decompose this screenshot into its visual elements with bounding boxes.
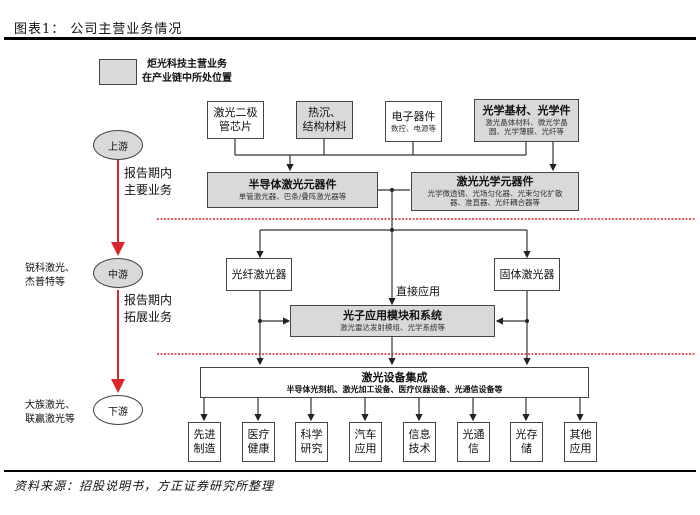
box-title: 激光二极 — [213, 106, 258, 120]
application-label: 先进 — [193, 428, 216, 442]
box-heatsink-materials: 热沉、 结构材料 — [296, 101, 353, 139]
box-optical-materials: 光学基材、光学件 激光晶体材料、微光学晶 圆、光学薄膜、光纤等 — [474, 99, 579, 142]
box-title: 半导体激光元器件 — [248, 178, 337, 192]
box-subtitle: 圆、光学薄膜、光纤等 — [489, 127, 564, 137]
box-laser-equipment-integration: 激光设备集成 半导体光刻机、激光加工设备、医疗仪器设备、光通信设备等 — [200, 367, 589, 398]
box-title: 固体激光器 — [499, 267, 555, 281]
box-title: 管芯片 — [219, 120, 252, 133]
application-label: 光存 — [515, 428, 538, 442]
box-subtitle: 光学微透镜、光场匀化器、光束匀化扩散 — [427, 189, 563, 198]
note-line: 报告期内 — [124, 166, 173, 180]
application-label: 科学 — [300, 428, 323, 442]
application-label: 光通 — [462, 428, 485, 442]
application-box: 医疗健康 — [242, 422, 275, 462]
bottom-rule — [4, 470, 696, 472]
note-line: 拓展业务 — [124, 309, 173, 324]
box-photonics-module: 光子应用模块和系统 激光雷达发射模组、光学系统等 — [290, 305, 495, 337]
box-subtitle: 激光晶体材料、微光学晶 — [485, 118, 568, 127]
figure-title: 图表1： 公司主营业务情况 — [14, 22, 183, 37]
box-subtitle: 单管激光器、巴条/叠阵激光器等 — [238, 192, 347, 202]
application-label: 健康 — [247, 442, 270, 455]
box-subtitle: 器、准直器、光纤耦合器等 — [450, 198, 540, 208]
box-title: 热沉、 — [308, 106, 341, 120]
top-rule — [4, 37, 696, 40]
application-box: 汽车应用 — [349, 422, 382, 462]
note-line: 大族激光、 — [25, 400, 75, 411]
application-label: 储 — [521, 442, 532, 455]
box-title: 激光设备集成 — [361, 370, 428, 384]
stage-upstream: 上游 — [93, 130, 143, 160]
stage-midstream: 中游 — [93, 258, 143, 288]
note-upstream-main: 报告期内 主要业务 — [124, 165, 172, 199]
source-note: 资料来源：招股说明书，方正证券研究所整理 — [14, 479, 275, 493]
note-line: 杰普特等 — [25, 277, 65, 288]
box-solid-state-laser: 固体激光器 — [494, 258, 560, 291]
box-title: 光学基材、光学件 — [482, 104, 571, 118]
application-label: 研究 — [300, 442, 323, 455]
box-subtitle: 数控、电源等 — [391, 123, 436, 133]
stage-downstream: 下游 — [93, 395, 143, 425]
box-laser-optical-components: 激光光学元器件 光学微透镜、光场匀化器、光束匀化扩散 器、准直器、光纤耦合器等 — [411, 172, 579, 211]
box-title: 光纤激光器 — [231, 267, 287, 281]
application-label: 应用 — [569, 442, 592, 455]
application-label: 其他 — [569, 428, 592, 442]
application-box: 信息技术 — [403, 422, 436, 462]
box-subtitle: 激光雷达发射模组、光学系统等 — [340, 323, 445, 333]
application-label: 应用 — [354, 442, 377, 455]
application-label: 信 — [468, 442, 479, 455]
application-label: 汽车 — [354, 428, 377, 442]
application-label: 制造 — [193, 442, 216, 455]
legend-swatch — [99, 59, 137, 85]
legend-line-1: 炬光科技主营业务 — [147, 59, 227, 70]
note-line: 主要业务 — [124, 182, 173, 197]
legend-line-2: 在产业链中所处位置 — [142, 72, 232, 84]
box-title: 结构材料 — [302, 120, 347, 133]
note-mid-peers: 锐科激光、 杰普特等 — [25, 262, 75, 290]
application-box: 其他应用 — [564, 422, 597, 462]
box-title: 电子器件 — [391, 109, 436, 123]
application-box: 光存储 — [510, 422, 543, 462]
application-box: 光通信 — [457, 422, 490, 462]
application-label: 技术 — [408, 442, 431, 455]
box-title: 光子应用模块和系统 — [343, 309, 442, 323]
application-label: 医疗 — [247, 428, 270, 442]
box-title: 激光光学元器件 — [456, 175, 534, 189]
application-box: 先进制造 — [188, 422, 221, 462]
note-line: 联赢激光等 — [25, 414, 75, 425]
box-laser-diode-chip: 激光二极 管芯片 — [207, 101, 264, 139]
application-label: 信息 — [408, 428, 431, 442]
note-mid-expand: 报告期内 拓展业务 — [124, 292, 172, 326]
label-direct-application: 直接应用 — [396, 285, 440, 298]
note-line: 锐科激光、 — [25, 263, 75, 274]
note-line: 报告期内 — [124, 293, 173, 307]
note-down-peers: 大族激光、 联赢激光等 — [25, 399, 75, 427]
box-fiber-laser: 光纤激光器 — [226, 258, 292, 291]
box-subtitle: 半导体光刻机、激光加工设备、医疗仪器设备、光通信设备等 — [286, 384, 503, 395]
box-electronic-devices: 电子器件 数控、电源等 — [385, 101, 442, 142]
box-semiconductor-laser-components: 半导体激光元器件 单管激光器、巴条/叠阵激光器等 — [207, 172, 378, 208]
application-box: 科学研究 — [295, 422, 328, 462]
legend-label: 炬光科技主营业务 在产业链中所处位置 — [142, 58, 232, 85]
